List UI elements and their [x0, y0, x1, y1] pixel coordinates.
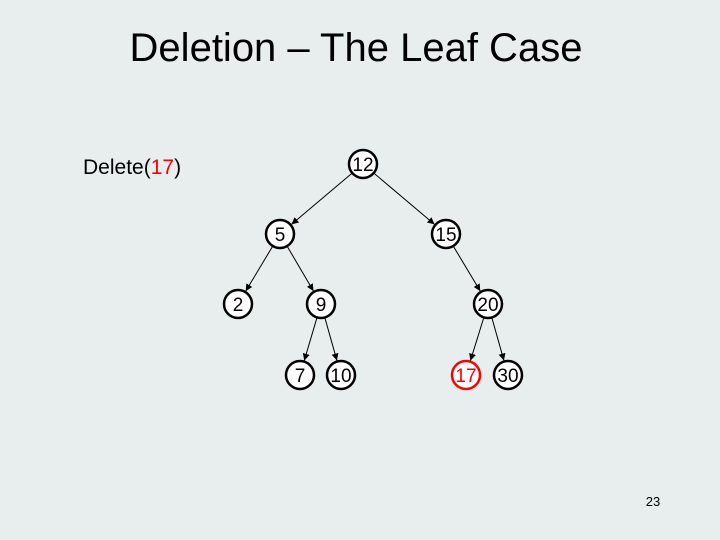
tree-node-label: 20 [477, 295, 498, 316]
tree-edge-12-15 [373, 172, 435, 225]
tree-node-label: 7 [295, 366, 306, 387]
tree-node-12: 12 [347, 148, 379, 180]
tree-node-label: 5 [275, 225, 286, 246]
tree-node-9: 9 [305, 288, 337, 320]
tree-node-label: 2 [233, 295, 244, 316]
tree-nodes: 12 5 15 2 9 20 7 10 17 30 [222, 148, 524, 391]
tree-node-label: 17 [455, 366, 476, 387]
tree-node-circle [222, 288, 254, 320]
tree-edge-12-5 [291, 172, 353, 225]
tree-node-circle [305, 288, 337, 320]
tree-node-label: 9 [316, 295, 327, 316]
tree-node-circle [450, 359, 482, 391]
tree-node-circle [430, 218, 462, 250]
page-number: 23 [645, 494, 661, 509]
slide-title: Deletion – The Leaf Case [129, 26, 583, 70]
tree-node-20: 20 [472, 288, 504, 320]
tree-node-10: 10 [325, 359, 357, 391]
caption-prefix: Delete( [83, 156, 151, 179]
tree-node-15: 15 [430, 218, 462, 250]
caption-key: 17 [150, 156, 175, 179]
tree-edge-20-30 [491, 317, 506, 361]
tree-edge-20-17 [469, 317, 485, 361]
tree-edge-5-2 [245, 245, 274, 292]
tree-node-circle [472, 288, 504, 320]
tree-node-2: 2 [222, 288, 254, 320]
caption-suffix: ) [174, 156, 182, 179]
tree-node-17: 17 [450, 359, 482, 391]
tree-edge-9-10 [324, 317, 339, 361]
tree-node-circle [347, 148, 379, 180]
tree-edge-15-20 [452, 245, 481, 292]
tree-node-circle [264, 218, 296, 250]
tree-node-30: 30 [492, 359, 524, 391]
tree-node-circle [325, 359, 357, 391]
tree-node-label: 30 [497, 366, 518, 387]
tree-edge-5-9 [286, 245, 314, 292]
tree-edges [245, 172, 506, 361]
delete-caption: Delete(17) [83, 156, 181, 180]
tree-node-circle [284, 359, 316, 391]
tree-node-5: 5 [264, 218, 296, 250]
tree-node-label: 15 [435, 225, 456, 246]
tree-node-7: 7 [284, 359, 316, 391]
tree-node-label: 12 [352, 155, 373, 176]
tree-edge-9-7 [302, 317, 318, 361]
tree-node-circle [492, 359, 524, 391]
tree-node-label: 10 [330, 366, 351, 387]
